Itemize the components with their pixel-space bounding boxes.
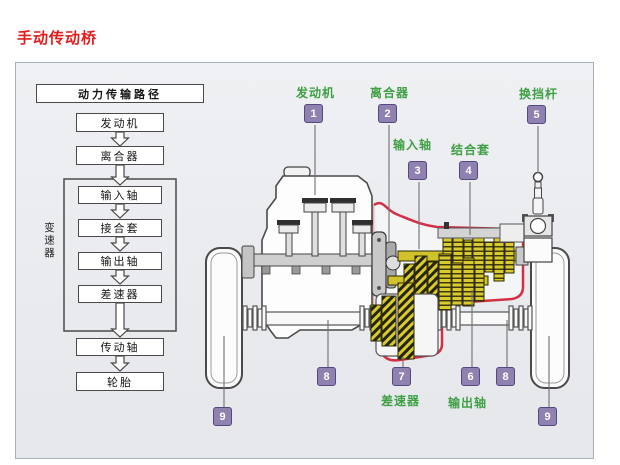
input-shaft-label: 输入轴 — [393, 138, 433, 152]
output-shaft-label: 输出轴 — [448, 396, 488, 410]
badge-7-differential: 7 — [392, 367, 411, 386]
transmission-group-label: 变速器 — [43, 222, 55, 260]
differential-label: 差速器 — [381, 394, 421, 408]
badge-9-wheel-right: 9 — [538, 407, 557, 426]
badge-6-output-shaft: 6 — [461, 367, 480, 386]
flowchart-step-drive-shaft: 传动轴 — [76, 338, 164, 356]
badge-9-wheel-left: 9 — [213, 407, 232, 426]
badge-2-clutch: 2 — [378, 104, 397, 123]
flowchart-step-coupling-sleeve: 接合套 — [78, 219, 162, 237]
badge-4-coupling-sleeve: 4 — [459, 161, 478, 180]
flowchart-header: 动力传输路径 — [36, 84, 204, 103]
badge-5-shift-lever: 5 — [527, 105, 546, 124]
coupling-sleeve-label: 结合套 — [451, 143, 491, 157]
flowchart-step-clutch: 离合器 — [76, 146, 164, 165]
badge-8-drive-shaft-right: 8 — [496, 367, 515, 386]
clutch-label: 离合器 — [370, 86, 410, 100]
flowchart-step-output-shaft: 输出轴 — [78, 252, 162, 270]
page-title: 手动传动桥 — [17, 30, 98, 47]
flowchart-step-engine: 发动机 — [76, 113, 164, 132]
flowchart-step-tire: 轮胎 — [76, 372, 164, 391]
flowchart-step-input-shaft: 输入轴 — [78, 186, 162, 204]
engine-label: 发动机 — [296, 86, 336, 100]
badge-3-input-shaft: 3 — [408, 161, 427, 180]
badge-1-engine: 1 — [304, 104, 323, 123]
flowchart-step-differential: 差速器 — [78, 285, 162, 303]
shift-lever-label: 换挡杆 — [519, 87, 559, 101]
badge-8-drive-shaft-left: 8 — [317, 367, 336, 386]
